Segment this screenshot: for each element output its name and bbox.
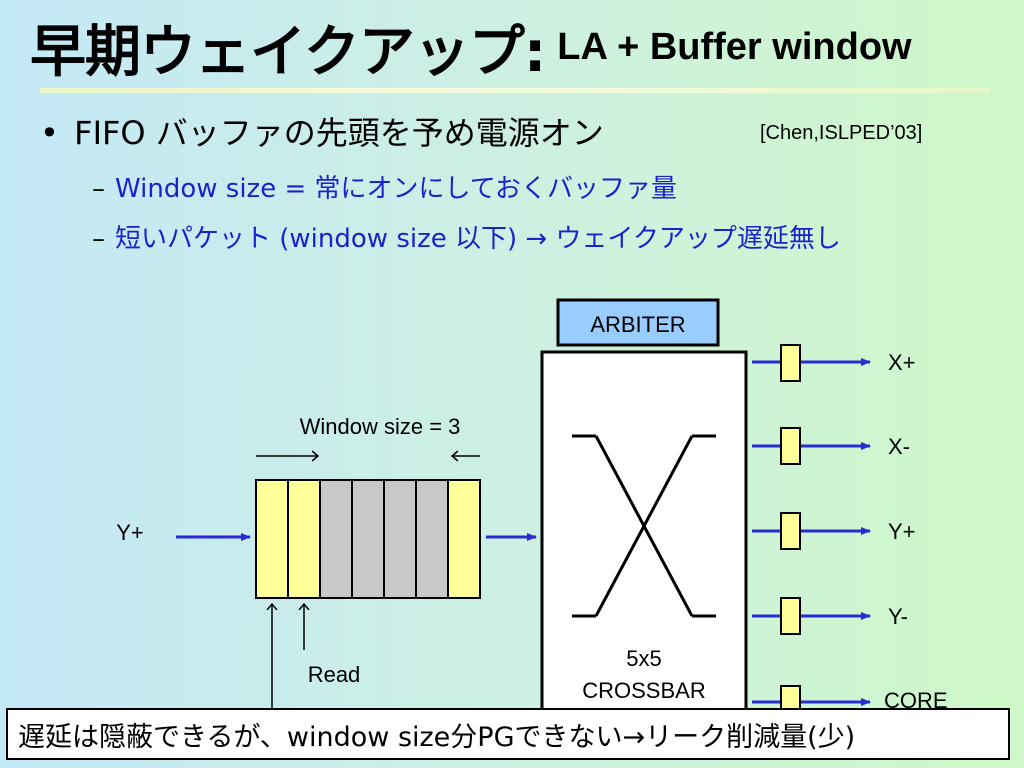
main-bullet: • FIFO バッファの先頭を予め電源オン — [40, 108, 604, 154]
output-latch — [780, 512, 801, 550]
output-port: Y+ — [752, 512, 916, 550]
slide-title: 早期ウェイクアップ: LA + Buffer window — [30, 4, 912, 90]
output-label: X+ — [888, 350, 916, 375]
output-label: Y+ — [888, 519, 916, 544]
crossbar-label-size: 5x5 — [626, 646, 661, 671]
crossbar-label-name: CROSSBAR — [582, 678, 705, 703]
sub-bullet-dash: – — [92, 224, 105, 254]
sub-bullet-text: Window size = 常にオンにしておくバッファ量 — [115, 174, 677, 204]
crossbar-x-icon — [572, 434, 716, 618]
output-port: Y- — [752, 597, 908, 635]
buffer-slot — [447, 479, 481, 599]
bullet-marker: • — [40, 114, 59, 152]
title-en: LA + Buffer window — [557, 25, 912, 68]
output-port: X+ — [752, 344, 916, 382]
output-latch — [780, 597, 801, 635]
buffer-slot — [319, 479, 353, 599]
output-latch — [780, 427, 801, 465]
output-label: Y- — [888, 604, 908, 629]
buffer-slot — [287, 479, 321, 599]
output-port: X- — [752, 427, 910, 465]
buffer-slot — [383, 479, 417, 599]
buffer-slot — [351, 479, 385, 599]
input-port-label: Y+ — [116, 520, 144, 545]
sub-bullet-1: –Window size = 常にオンにしておくバッファ量 — [92, 168, 677, 205]
sub-bullet-dash: – — [92, 174, 105, 204]
sub-bullet-2: –短いパケット (window size 以下) → ウェイクアップ遅延無し — [92, 218, 841, 255]
arbiter-label: ARBITER — [590, 312, 685, 337]
window-size-label: Window size = 3 — [300, 414, 461, 439]
title-underline — [40, 88, 990, 93]
output-label: X- — [888, 434, 910, 459]
fifo-buffer — [255, 479, 481, 599]
buffer-slot — [255, 479, 289, 599]
title-jp: 早期ウェイクアップ: — [30, 19, 546, 85]
arbiter-box — [556, 298, 720, 347]
bullet-text: FIFO バッファの先頭を予め電源オン — [74, 114, 604, 152]
footer-note: 遅延は隠蔽できるが、window size分PGできない→リーク削減量(少) — [6, 708, 1010, 760]
citation: [Chen,ISLPED’03] — [760, 122, 923, 144]
read-label: Read — [308, 662, 361, 687]
output-latch — [780, 344, 801, 382]
buffer-slot — [415, 479, 449, 599]
sub-bullet-text: 短いパケット (window size 以下) → ウェイクアップ遅延無し — [115, 224, 841, 254]
